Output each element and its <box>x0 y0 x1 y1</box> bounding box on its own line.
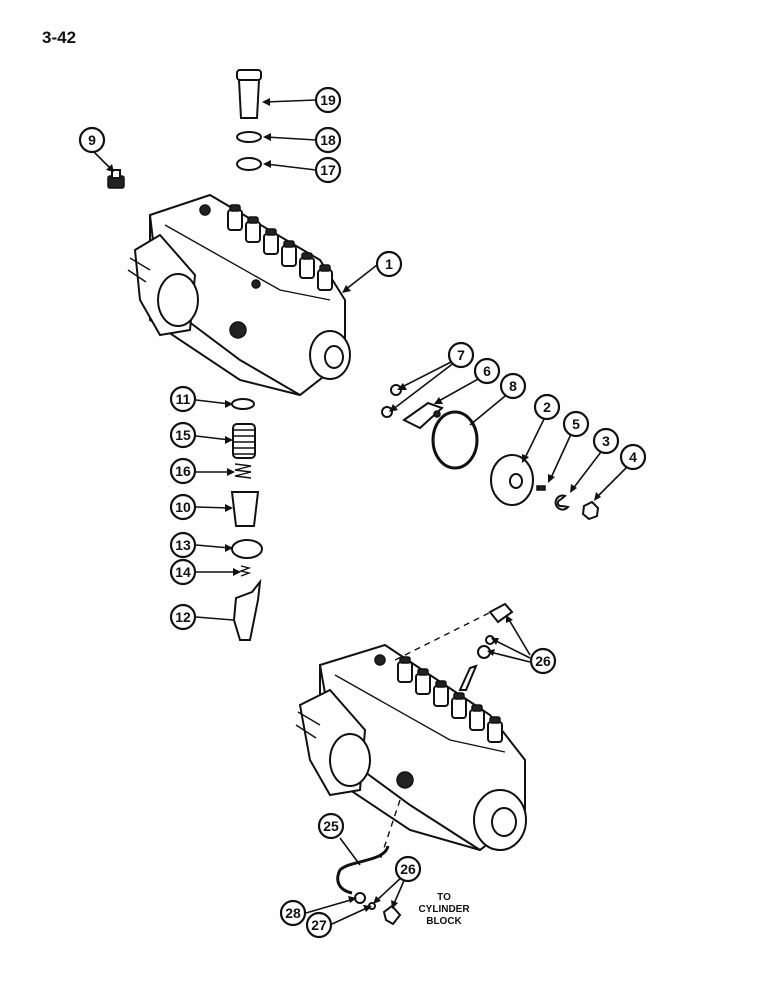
fuel-injection-pump-lower-icon <box>295 643 527 852</box>
svg-text:18: 18 <box>320 132 336 148</box>
callout-11: 11 <box>169 385 197 413</box>
callout-4: 4 <box>619 443 647 471</box>
spring-part-16-icon <box>234 463 252 479</box>
page-number: 3-42 <box>42 28 77 47</box>
svg-text:4: 4 <box>629 449 637 465</box>
callout-15: 15 <box>169 421 197 449</box>
svg-text:5: 5 <box>572 416 580 432</box>
fuel-injection-pump-upper-icon <box>127 193 351 397</box>
callout-27: 27 <box>305 911 333 939</box>
svg-text:11: 11 <box>176 391 191 407</box>
callout-3: 3 <box>592 427 620 455</box>
callout-1: 1 <box>375 250 403 278</box>
svg-text:16: 16 <box>175 463 191 479</box>
callout-5: 5 <box>562 410 590 438</box>
pipe-part-25-icon <box>336 845 390 895</box>
callout-13: 13 <box>169 531 197 559</box>
svg-text:26: 26 <box>535 653 551 669</box>
note-line-1: TO <box>437 892 451 903</box>
nut-part-13-icon <box>231 539 263 559</box>
washer-part-19-icon <box>236 131 262 143</box>
svg-text:28: 28 <box>285 905 301 921</box>
plate-part-2-icon <box>490 454 534 506</box>
callout-28: 28 <box>279 899 307 927</box>
nut-part-4-icon <box>581 500 600 521</box>
svg-text:8: 8 <box>509 378 517 394</box>
spring-part-14-icon <box>238 565 252 577</box>
svg-text:3: 3 <box>602 433 610 449</box>
callout-12: 12 <box>169 603 197 631</box>
svg-text:27: 27 <box>311 917 327 933</box>
callout-19: 18 <box>314 126 342 154</box>
clamp-part-12-icon <box>232 578 262 641</box>
svg-text:1: 1 <box>385 256 393 272</box>
bracket-part-6-icon <box>402 401 444 430</box>
callout-6: 6 <box>473 357 501 385</box>
svg-text:13: 13 <box>175 537 191 553</box>
svg-text:19: 19 <box>320 92 336 108</box>
callout-25: 25 <box>317 812 345 840</box>
svg-text:17: 17 <box>320 162 336 178</box>
svg-text:12: 12 <box>175 609 191 625</box>
cap-part-18-icon <box>236 69 262 119</box>
callout-17: 17 <box>314 156 342 184</box>
bowl-part-10-icon <box>230 491 260 527</box>
callout-7: 7 <box>447 341 475 369</box>
svg-text:6: 6 <box>483 363 491 379</box>
svg-text:25: 25 <box>323 818 339 834</box>
filter-part-15-icon <box>232 423 256 459</box>
callout-2: 2 <box>533 393 561 421</box>
callout-8: 8 <box>499 372 527 400</box>
callout-18: 19 <box>314 86 342 114</box>
elbow-part-26-icon <box>382 904 402 926</box>
svg-text:15: 15 <box>175 427 191 443</box>
fitting-part-26-icon <box>458 602 514 691</box>
svg-text:26: 26 <box>400 861 416 877</box>
o-ring-part-8-icon <box>431 410 479 470</box>
key-part-5-icon <box>536 485 546 491</box>
callout-14: 14 <box>169 558 197 586</box>
lock-washer-part-3-icon <box>554 494 570 511</box>
svg-text:14: 14 <box>175 564 191 580</box>
svg-text:2: 2 <box>543 399 551 415</box>
svg-text:9: 9 <box>88 132 96 148</box>
leader-lines <box>93 98 631 925</box>
callout-26-upper: 26 <box>529 647 557 675</box>
note-line-2: CYLINDER <box>418 904 470 915</box>
callout-10: 10 <box>169 493 197 521</box>
note-line-3: BLOCK <box>426 916 462 927</box>
washer-part-17-icon <box>236 157 262 171</box>
svg-text:10: 10 <box>175 499 191 515</box>
washer-part-11-icon <box>231 398 255 410</box>
callout-16: 16 <box>169 457 197 485</box>
svg-text:7: 7 <box>457 347 465 363</box>
callout-26-lower: 26 <box>394 855 422 883</box>
callout-9: 9 <box>78 126 106 154</box>
bolt-part-9-icon <box>107 169 125 189</box>
